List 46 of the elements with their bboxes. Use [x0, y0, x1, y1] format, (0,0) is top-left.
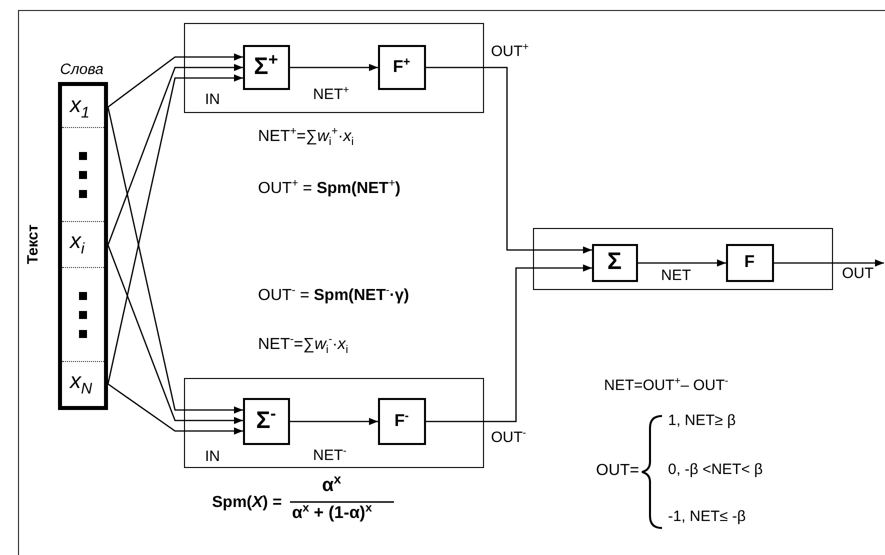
variable-label: x$_{1}$ — [70, 93, 90, 118]
function-box — [726, 244, 774, 282]
arrow — [426, 66, 592, 254]
arrow — [107, 74, 243, 384]
function-box — [242, 44, 290, 90]
arrow — [107, 244, 243, 424]
formula-text: 1, NET≥ β — [668, 413, 736, 430]
block-frame — [184, 378, 484, 468]
formula-text: Spm(X) = — [212, 494, 282, 512]
function-box — [592, 244, 638, 282]
formula-text: -1, NET≤ -β — [668, 509, 746, 526]
operator-label: F$^{+}$ — [392, 58, 410, 76]
arrow — [107, 106, 243, 414]
arrow — [107, 64, 243, 246]
arrow — [290, 418, 378, 426]
function-box — [378, 398, 426, 444]
input-label: IN — [205, 92, 220, 108]
arrow — [638, 259, 726, 267]
formula-text: NET=OUT$^{+}$– OUT$^{-}$ — [604, 378, 728, 394]
input-label: IN — [205, 449, 220, 466]
formula-text: OUT$^{+}$ = Spm(NET$^{+}$) — [258, 180, 400, 198]
operator-label: F$^{-}$ — [394, 412, 409, 430]
formula-text: OUT$^{-}$ = Spm(NET$^{-}$·γ) — [258, 287, 410, 305]
arrow — [290, 64, 378, 72]
operator-label: F — [744, 253, 755, 272]
formula-text: 0, -β <NET< β — [668, 462, 763, 478]
arrow — [108, 53, 243, 108]
function-box — [378, 44, 426, 90]
formula-text: NET$^{+}$=∑w$_{i}$$^{+}$·x$_{i}$ — [258, 128, 354, 146]
operator-label: Σ$^{+}$ — [254, 54, 278, 80]
column-heading: Слова — [60, 62, 104, 78]
formula-text: OUT= — [596, 462, 640, 480]
function-box — [242, 398, 290, 444]
side-label: Текст — [26, 224, 42, 264]
operator-label: Σ — [607, 249, 622, 276]
operator-label: Σ$^{-}$ — [256, 408, 276, 434]
formula-text: α$^{x}$ + (1-α)$^{x}$ — [292, 504, 372, 523]
variable-label: x$_{N}$ — [70, 369, 92, 394]
formula-text: α$^{x}$ — [322, 476, 342, 497]
arrow — [774, 259, 884, 267]
block-frame — [533, 228, 833, 290]
formula-text: NET$^{-}$=∑w$_{i}$$^{-}$·x$_{i}$ — [258, 336, 348, 354]
block-frame — [184, 23, 484, 113]
variable-label: x$_{i}$ — [70, 229, 84, 254]
arrow — [426, 264, 592, 422]
arrow — [108, 383, 243, 435]
